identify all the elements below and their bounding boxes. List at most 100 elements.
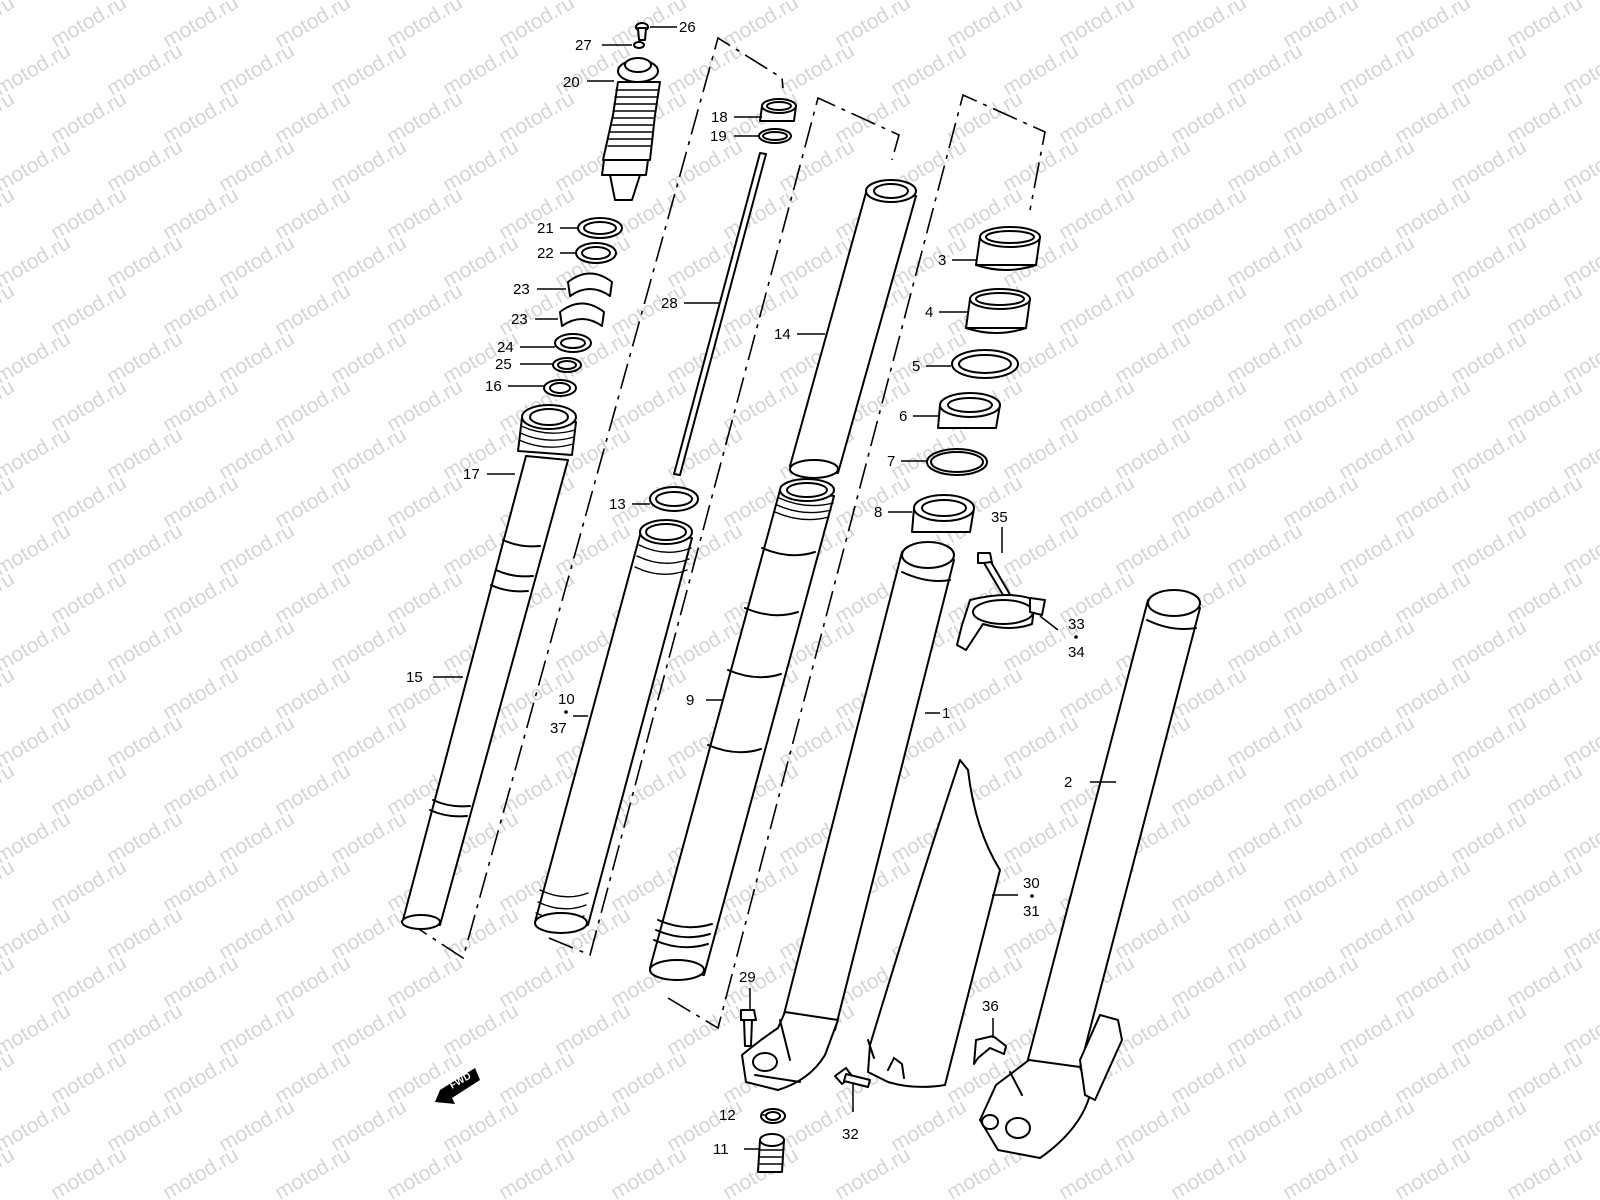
watermark-text: motod.ru (0, 615, 74, 676)
watermark-text: motod.ru (0, 279, 18, 340)
label-30-31-dot (1030, 894, 1034, 898)
watermark-text: motod.ru (1559, 423, 1600, 484)
washer-5 (951, 349, 1019, 379)
label-23-lower: 23 (511, 311, 528, 328)
bushing-4 (965, 288, 1031, 334)
watermark-text: motod.ru (0, 1095, 74, 1156)
watermark-text: motod.ru (383, 1143, 466, 1200)
label-24: 24 (497, 339, 514, 356)
outer-tube-left (741, 541, 955, 1091)
label-9: 9 (686, 692, 694, 709)
label-4: 4 (925, 304, 933, 321)
watermark-text: motod.ru (607, 1143, 690, 1200)
label-15: 15 (406, 669, 423, 686)
label-30: 30 (1023, 875, 1040, 892)
label-26: 26 (679, 19, 696, 36)
fork-cap-nut (517, 404, 577, 456)
watermark-text: motod.ru (1559, 39, 1600, 100)
label-19: 19 (710, 128, 727, 145)
watermark-text: motod.ru (0, 135, 74, 196)
watermark-text: motod.ru (0, 759, 18, 820)
label-10: 10 (558, 691, 575, 708)
fork-guard (867, 759, 1001, 1088)
watermark-text: motod.ru (0, 1047, 18, 1108)
watermark-text: motod.ru (1055, 1143, 1138, 1200)
watermark-text: motod.ru (0, 663, 18, 724)
gasket-12 (760, 1108, 786, 1124)
watermark-text: motod.ru (1559, 231, 1600, 292)
label-23-upper: 23 (513, 281, 530, 298)
label-34: 34 (1068, 644, 1085, 661)
label-6: 6 (899, 408, 907, 425)
watermark-text: motod.ru (1503, 1143, 1586, 1200)
watermark-text: motod.ru (0, 375, 18, 436)
watermark-text: motod.ru (1391, 1143, 1474, 1200)
watermark-text: motod.ru (0, 903, 74, 964)
ring-13 (649, 486, 699, 512)
callout-labels: 26 27 20 21 22 23 23 24 25 16 17 15 18 1… (406, 19, 1085, 1158)
oil-seal-6 (937, 392, 1001, 429)
label-2: 2 (1064, 774, 1072, 791)
label-27: 27 (575, 37, 592, 54)
watermark-text: motod.ru (0, 87, 18, 148)
label-18: 18 (711, 109, 728, 126)
label-37: 37 (550, 720, 567, 737)
label-32: 32 (842, 1126, 859, 1143)
watermark-text: motod.ru (0, 423, 74, 484)
clip-7 (926, 448, 988, 476)
watermark-text: motod.ru (0, 519, 74, 580)
label-33: 33 (1068, 616, 1085, 633)
watermark-text: motod.ru (0, 0, 18, 52)
label-17: 17 (463, 466, 480, 483)
spacer-18 (759, 98, 797, 122)
watermark-text: motod.ru (495, 1143, 578, 1200)
label-11: 11 (713, 1141, 729, 1158)
label-5: 5 (912, 358, 920, 375)
label-21: 21 (537, 220, 554, 237)
watermark-text: motod.ru (1559, 519, 1600, 580)
label-10-37-dot (564, 710, 568, 714)
label-8: 8 (874, 504, 882, 521)
o-ring-27 (633, 41, 645, 49)
label-29: 29 (739, 969, 756, 986)
screw-26 (635, 22, 649, 41)
label-16: 16 (485, 378, 502, 395)
inner-fork-tube (649, 478, 835, 981)
dust-seal-8 (911, 494, 975, 533)
damper-rod-tube (401, 455, 569, 930)
watermark-text: motod.ru (0, 711, 74, 772)
bushing-3 (975, 226, 1041, 271)
watermark-text: motod.ru (1559, 807, 1600, 868)
watermark-text: motod.ru (0, 999, 74, 1060)
bolt-29 (740, 1009, 757, 1047)
upper-tube (789, 179, 917, 479)
damper-cartridge-head (601, 57, 661, 201)
watermark-text: motod.ru (1167, 1143, 1250, 1200)
watermark-text: motod.ru (0, 855, 18, 916)
label-3: 3 (938, 252, 946, 269)
label-35: 35 (991, 509, 1008, 526)
watermark-text: motod.ru (1559, 615, 1600, 676)
clip-19 (758, 128, 792, 144)
watermark-text: motod.ru (47, 1143, 130, 1200)
label-1: 1 (942, 705, 950, 722)
label-36: 36 (982, 998, 999, 1015)
drain-plug-11 (757, 1133, 785, 1173)
watermark-text: motod.ru (0, 39, 74, 100)
watermark-text: motod.ru (1559, 711, 1600, 772)
watermark-text: motod.ru (831, 1143, 914, 1200)
watermark-text: motod.ru (0, 807, 74, 868)
watermark-text: motod.ru (0, 327, 74, 388)
watermark-text: motod.ru (159, 1143, 242, 1200)
watermark-text: motod.ru (1559, 327, 1600, 388)
watermark-text: motod.ru (271, 1143, 354, 1200)
fork-clamp (956, 594, 1046, 651)
watermark-text: motod.ru (0, 183, 18, 244)
label-14: 14 (774, 326, 791, 343)
seal-rings-column (543, 217, 623, 397)
outer-tube-right (979, 589, 1201, 1159)
label-22: 22 (537, 245, 554, 262)
bolt-32 (834, 1067, 871, 1088)
watermark-text: motod.ru (1559, 1095, 1600, 1156)
